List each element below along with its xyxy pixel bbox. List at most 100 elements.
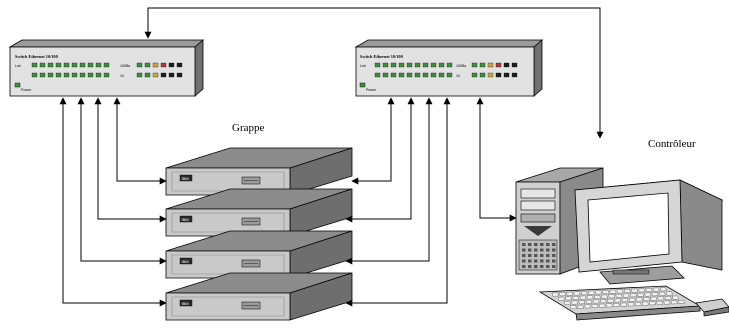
port-led [438,72,445,78]
port-led [382,62,389,68]
switch-title: Switch Ethernet 10/100 [360,54,403,59]
port-led [71,72,78,78]
port-led [47,62,54,68]
status-led [144,62,151,68]
server-badge-text: IBM [182,176,189,181]
port-led [63,62,70,68]
status-led [479,72,486,78]
status-led [176,62,183,68]
port-led [95,62,102,68]
mouse [695,298,729,317]
right-switch-server4-link [345,97,451,307]
left-switch-server2-link [94,97,167,223]
port-led [414,62,421,68]
port-led [39,62,46,68]
server-badge-icon [179,215,193,223]
port-led [414,72,421,78]
port-led [430,62,437,68]
port-led [79,62,86,68]
port-led [103,62,110,68]
right-switch-server2-link [345,97,415,223]
switch-speed-bottom: 10 [456,74,460,78]
port-led [422,62,429,68]
status-led [503,72,510,78]
switch-lnk-label: Lnk [360,64,366,68]
cluster-server: IBM [165,188,353,237]
port-led [398,62,405,68]
ethernet-switch-right: Switch Ethernet 10/100 Lnk 100Bs 10 Powe… [354,39,544,97]
port-led [382,72,389,78]
port-led [55,62,62,68]
left-switch-server4-link [59,97,167,307]
status-led [487,62,494,68]
port-led [422,72,429,78]
server-badge-icon [179,257,193,265]
controller-label: Contrôleur [648,138,696,150]
status-led [168,62,175,68]
status-led [471,72,478,78]
server-badge-text: IBM [182,217,189,222]
port-led [31,72,38,78]
server-badge-icon [179,299,193,307]
status-led [479,62,486,68]
port-led [47,72,54,78]
port-led [398,72,405,78]
right-switch-server1-link [351,97,395,185]
cluster-server: IBM [165,147,353,196]
port-led [31,62,38,68]
power-led [14,82,21,88]
port-led [374,62,381,68]
port-led [63,72,70,78]
status-led [495,72,502,78]
status-led [487,72,494,78]
port-led [103,72,110,78]
status-led [511,62,518,68]
ethernet-switch-left: Switch Ethernet 10/100 Lnk 100Bs 10 Powe… [8,39,205,97]
controller-to-switch-link [144,7,604,139]
status-led [136,62,143,68]
status-led [160,72,167,78]
server-stack: IBM IBM IBM IBM [165,147,353,321]
switch-to-controller-link [476,97,517,222]
port-led [390,62,397,68]
port-led [95,72,102,78]
status-led [176,72,183,78]
tower-vent-grill [522,243,556,268]
port-led [87,62,94,68]
status-led [168,72,175,78]
left-switch-server3-link [77,97,167,265]
server-badge-text: IBM [182,259,189,264]
status-led [471,62,478,68]
port-led [55,72,62,78]
port-led [374,72,381,78]
switch-speed-top: 100Bs [120,64,130,68]
server-badge-text: IBM [182,301,189,306]
port-led [39,72,46,78]
port-led [446,72,453,78]
switch-power-label: Power [366,88,377,92]
status-led [495,62,502,68]
cluster-server: IBM [165,230,353,279]
monitor [573,179,724,285]
left-switch-server1-link [113,97,167,185]
port-led [406,72,413,78]
port-led [438,62,445,68]
port-led [406,62,413,68]
port-led [390,72,397,78]
switch-lnk-label: Lnk [15,64,21,68]
port-led [71,62,78,68]
right-switch-server3-link [345,97,433,265]
monitor-screen [587,192,670,263]
controller-computer [515,167,729,321]
status-led [136,72,143,78]
switch-power-label: Power [21,88,32,92]
status-led [144,72,151,78]
keyboard-keys [551,287,685,310]
status-led [152,62,159,68]
switch-speed-bottom: 10 [120,74,124,78]
switch-speed-top: 100Bs [456,64,466,68]
server-badge-icon [179,174,193,182]
status-led [160,62,167,68]
port-led [79,72,86,78]
port-led [446,62,453,68]
